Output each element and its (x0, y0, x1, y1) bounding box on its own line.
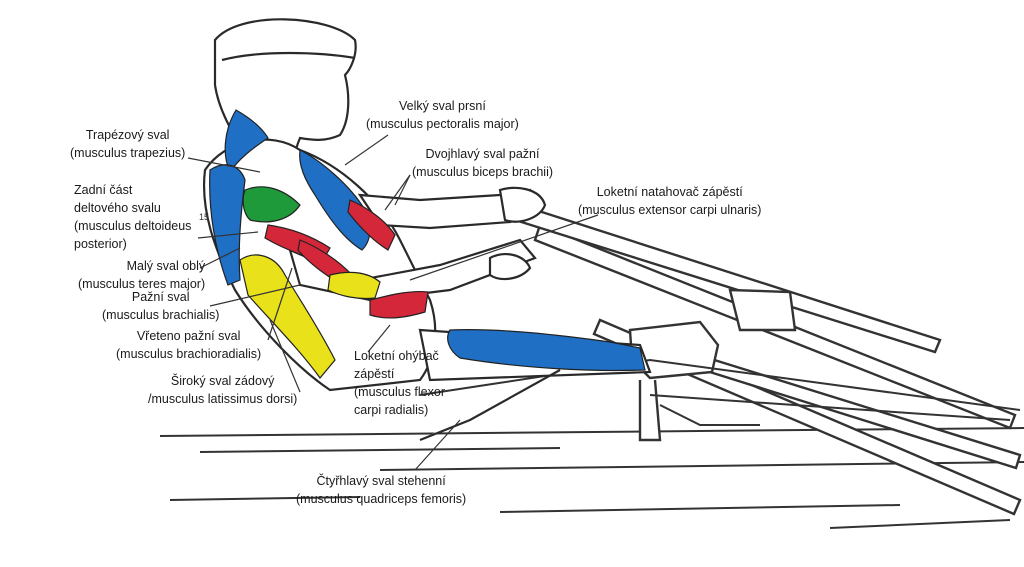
water-lines (159, 427, 1024, 529)
label-pectoralis-latin: (musculus pectoralis major) (366, 117, 519, 131)
label-flexor-line1: Loketní ohýbač (354, 349, 439, 363)
label-pectoralis: Velký sval prsní (musculus pectoralis ma… (366, 97, 519, 133)
label-flexor: Loketní ohýbač zápěstí (musculus flexor … (354, 347, 445, 419)
label-trapezius-latin: (musculus trapezius) (70, 146, 186, 160)
trapezius-muscle (224, 109, 269, 174)
figure-mark: 15 (199, 212, 209, 222)
label-brachioradialis-latin: (musculus brachioradialis) (116, 347, 262, 361)
quadriceps-muscle (447, 329, 646, 372)
label-trapezius-name: Trapézový sval (85, 128, 170, 142)
label-brachialis: Pažní sval (musculus brachialis) (102, 288, 219, 324)
label-pectoralis-name: Velký sval prsní (398, 99, 486, 113)
biceps-muscle (347, 199, 396, 251)
label-brachioradialis-name: Vřeteno pažní sval (136, 329, 241, 343)
label-quadriceps-name: Čtyřhlavý sval stehenní (316, 474, 446, 488)
label-deltoid-line2: deltového svalu (74, 201, 161, 215)
muscles (209, 109, 646, 379)
label-biceps: Dvojhlavý sval pažní (musculus biceps br… (412, 145, 553, 181)
label-flexor-line4: carpi radialis) (354, 403, 429, 417)
label-teres: Malý sval oblý (musculus teres major) (78, 257, 205, 293)
label-latissimus: Široký sval zádový /musculus latissimus … (148, 372, 297, 408)
label-latissimus-latin: /musculus latissimus dorsi) (148, 392, 298, 406)
oarlock (628, 288, 797, 442)
label-teres-latin: (musculus teres major) (78, 277, 206, 291)
label-deltoid-line4: posterior) (74, 237, 127, 251)
label-teres-name: Malý sval oblý (126, 259, 206, 273)
pectoralis-muscle (299, 149, 371, 251)
latissimus-blue (209, 164, 246, 286)
label-brachialis-latin: (musculus brachialis) (102, 308, 220, 322)
label-deltoid-line1: Zadní část (74, 183, 133, 197)
label-biceps-latin: (musculus biceps brachii) (412, 165, 554, 179)
label-deltoid-line3: (musculus deltoideus (74, 219, 192, 233)
label-extensor: Loketní natahovač zápěstí (musculus exte… (578, 183, 761, 219)
label-brachialis-name: Pažní sval (131, 290, 190, 304)
latissimus-yellow (239, 254, 336, 379)
label-brachioradialis: Vřeteno pažní sval (musculus brachioradi… (116, 327, 261, 363)
hull (419, 358, 1021, 426)
leader-lines (187, 134, 599, 471)
label-deltoid: Zadní část deltového svalu (musculus del… (74, 181, 191, 253)
label-quadriceps: Čtyřhlavý sval stehenní (musculus quadri… (296, 472, 466, 508)
label-extensor-latin: (musculus extensor carpi ulnaris) (578, 203, 762, 217)
label-flexor-line3: (musculus flexor (354, 385, 445, 399)
label-trapezius: Trapézový sval (musculus trapezius) (70, 126, 185, 162)
label-latissimus-name: Široký sval zádový (170, 374, 275, 388)
label-extensor-name: Loketní natahovač zápěstí (596, 185, 743, 199)
label-biceps-name: Dvojhlavý sval pažní (425, 147, 540, 161)
deltoid-muscle (242, 186, 301, 223)
brachioradialis-muscle (327, 271, 381, 300)
label-flexor-line2: zápěstí (354, 367, 395, 381)
brachialis-muscle (369, 290, 429, 319)
label-quadriceps-latin: (musculus quadriceps femoris) (296, 492, 467, 506)
